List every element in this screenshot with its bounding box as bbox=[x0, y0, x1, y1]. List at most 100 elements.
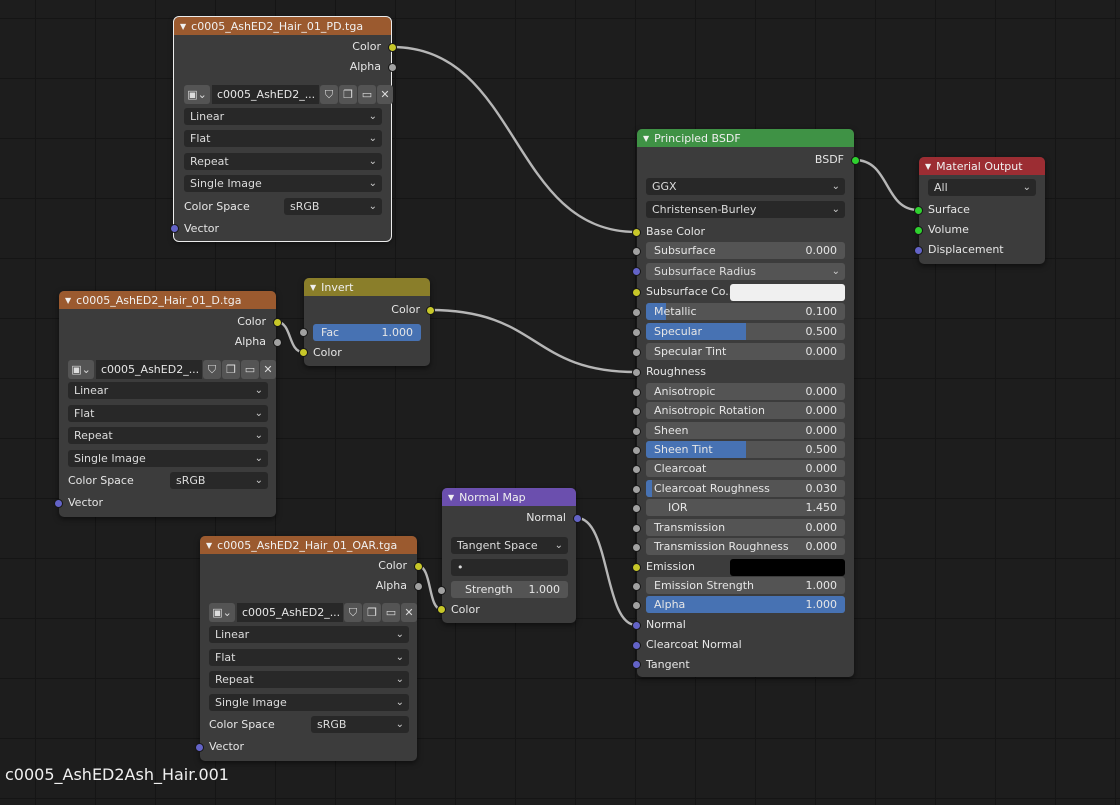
duplicate-image-icon[interactable]: ❐ bbox=[363, 603, 381, 622]
socket-normalmap-color-in[interactable] bbox=[437, 605, 446, 614]
socket-bsdf-clearcoat-in[interactable] bbox=[632, 465, 641, 474]
projection-dropdown[interactable]: Flat⌄ bbox=[184, 130, 382, 147]
unlink-close-icon[interactable]: ✕ bbox=[377, 85, 393, 104]
image-name-field[interactable]: c0005_AshED2_... bbox=[237, 603, 343, 622]
node-header[interactable]: ▼ c0005_AshED2_Hair_01_OAR.tga bbox=[200, 536, 417, 554]
socket-bsdf-sheen-in[interactable] bbox=[632, 427, 641, 436]
interpolation-dropdown[interactable]: Linear⌄ bbox=[209, 626, 409, 643]
target-dropdown[interactable]: All⌄ bbox=[928, 179, 1036, 196]
color-space-dropdown[interactable]: sRGB⌄ bbox=[284, 198, 382, 215]
node-header[interactable]: ▼ Invert bbox=[304, 278, 430, 296]
socket-pd-alpha-out[interactable] bbox=[388, 63, 397, 72]
socket-bsdf-subsurface-in[interactable] bbox=[632, 247, 641, 256]
socket-invert-color-out[interactable] bbox=[426, 306, 435, 315]
socket-pd-color-out[interactable] bbox=[388, 43, 397, 52]
socket-oar-alpha-out[interactable] bbox=[414, 582, 423, 591]
collapse-arrow-icon[interactable]: ▼ bbox=[925, 161, 932, 171]
strength-slider[interactable]: Strength 1.000 bbox=[451, 581, 568, 598]
socket-oar-color-out[interactable] bbox=[414, 562, 423, 571]
space-dropdown[interactable]: Tangent Space⌄ bbox=[451, 537, 568, 554]
fake-user-shield-icon[interactable]: ⛉ bbox=[203, 360, 221, 379]
collapse-arrow-icon[interactable]: ▼ bbox=[180, 21, 187, 31]
socket-pd-vector-in[interactable] bbox=[170, 224, 179, 233]
socket-bsdf-roughness-in[interactable] bbox=[632, 368, 641, 377]
socket-bsdf-transmission-roughness-in[interactable] bbox=[632, 543, 641, 552]
image-texture-node-pd[interactable]: ▼ c0005_AshED2_Hair_01_PD.tga Color Alph… bbox=[173, 16, 393, 242]
collapse-arrow-icon[interactable]: ▼ bbox=[448, 492, 455, 502]
source-dropdown[interactable]: Single Image⌄ bbox=[209, 694, 409, 711]
socket-bsdf-normal-in[interactable] bbox=[632, 621, 641, 630]
unlink-close-icon[interactable]: ✕ bbox=[401, 603, 417, 622]
socket-bsdf-anisotropic-in[interactable] bbox=[632, 388, 641, 397]
extension-dropdown[interactable]: Repeat⌄ bbox=[209, 671, 409, 688]
color-space-dropdown[interactable]: sRGB⌄ bbox=[311, 716, 409, 733]
socket-bsdf-specular-in[interactable] bbox=[632, 328, 641, 337]
unlink-close-icon[interactable]: ✕ bbox=[260, 360, 276, 379]
duplicate-image-icon[interactable]: ❐ bbox=[222, 360, 240, 379]
normal-map-node[interactable]: ▼ Normal Map Normal Tangent Space⌄ • Str… bbox=[442, 488, 576, 623]
interpolation-dropdown[interactable]: Linear⌄ bbox=[68, 382, 268, 399]
image-selector[interactable]: ▣⌄ c0005_AshED2_... ⛉ ❐ ▭ ✕ bbox=[68, 360, 276, 379]
open-folder-icon[interactable]: ▭ bbox=[382, 603, 400, 622]
socket-d-color-out[interactable] bbox=[273, 318, 282, 327]
node-header[interactable]: ▼ c0005_AshED2_Hair_01_D.tga bbox=[59, 291, 276, 309]
distribution-dropdown[interactable]: GGX⌄ bbox=[646, 178, 845, 195]
subsurface-method-dropdown[interactable]: Christensen-Burley⌄ bbox=[646, 201, 845, 218]
fake-user-shield-icon[interactable]: ⛉ bbox=[320, 85, 338, 104]
fac-slider[interactable]: Fac 1.000 bbox=[313, 324, 421, 341]
collapse-arrow-icon[interactable]: ▼ bbox=[643, 133, 650, 143]
image-texture-node-d[interactable]: ▼ c0005_AshED2_Hair_01_D.tga Color Alpha… bbox=[59, 291, 276, 517]
collapse-arrow-icon[interactable]: ▼ bbox=[65, 295, 72, 305]
extension-dropdown[interactable]: Repeat⌄ bbox=[68, 427, 268, 444]
socket-d-alpha-out[interactable] bbox=[273, 338, 282, 347]
socket-bsdf-metallic-in[interactable] bbox=[632, 308, 641, 317]
socket-bsdf-transmission-in[interactable] bbox=[632, 524, 641, 533]
socket-normalmap-strength-in[interactable] bbox=[437, 586, 446, 595]
image-name-field[interactable]: c0005_AshED2_... bbox=[212, 85, 319, 104]
material-output-node[interactable]: ▼ Material Output All⌄ Surface Volume Di… bbox=[919, 157, 1045, 264]
socket-bsdf-clearcoat-roughness-in[interactable] bbox=[632, 485, 641, 494]
extension-dropdown[interactable]: Repeat⌄ bbox=[184, 153, 382, 170]
socket-bsdf-subsurface-color-in[interactable] bbox=[632, 288, 641, 297]
socket-bsdf-alpha-in[interactable] bbox=[632, 601, 641, 610]
image-selector[interactable]: ▣⌄ c0005_AshED2_... ⛉ ❐ ▭ ✕ bbox=[184, 85, 393, 104]
interpolation-dropdown[interactable]: Linear⌄ bbox=[184, 108, 382, 125]
socket-bsdf-subsurface-radius-in[interactable] bbox=[632, 267, 641, 276]
open-folder-icon[interactable]: ▭ bbox=[241, 360, 259, 379]
socket-invert-color-in[interactable] bbox=[299, 348, 308, 357]
duplicate-image-icon[interactable]: ❐ bbox=[339, 85, 357, 104]
socket-bsdf-out[interactable] bbox=[851, 156, 860, 165]
uv-map-field[interactable]: • bbox=[451, 559, 568, 576]
socket-bsdf-base-color-in[interactable] bbox=[632, 228, 641, 237]
socket-oar-vector-in[interactable] bbox=[195, 743, 204, 752]
collapse-arrow-icon[interactable]: ▼ bbox=[206, 540, 213, 550]
projection-dropdown[interactable]: Flat⌄ bbox=[68, 405, 268, 422]
node-header[interactable]: ▼ Normal Map bbox=[442, 488, 576, 506]
socket-bsdf-sheen-tint-in[interactable] bbox=[632, 446, 641, 455]
socket-bsdf-emission-in[interactable] bbox=[632, 563, 641, 572]
socket-bsdf-ior-in[interactable] bbox=[632, 504, 641, 513]
projection-dropdown[interactable]: Flat⌄ bbox=[209, 649, 409, 666]
source-dropdown[interactable]: Single Image⌄ bbox=[68, 450, 268, 467]
image-selector[interactable]: ▣⌄ c0005_AshED2_... ⛉ ❐ ▭ ✕ bbox=[209, 603, 417, 622]
emission-color-swatch[interactable] bbox=[730, 559, 845, 576]
node-header[interactable]: ▼ Material Output bbox=[919, 157, 1045, 175]
socket-output-volume-in[interactable] bbox=[914, 226, 923, 235]
image-browse-icon[interactable]: ▣⌄ bbox=[184, 85, 210, 104]
invert-node[interactable]: ▼ Invert Color Fac 1.000 Color bbox=[304, 278, 430, 366]
image-browse-icon[interactable]: ▣⌄ bbox=[209, 603, 235, 622]
collapse-arrow-icon[interactable]: ▼ bbox=[310, 282, 317, 292]
socket-bsdf-specular-tint-in[interactable] bbox=[632, 348, 641, 357]
